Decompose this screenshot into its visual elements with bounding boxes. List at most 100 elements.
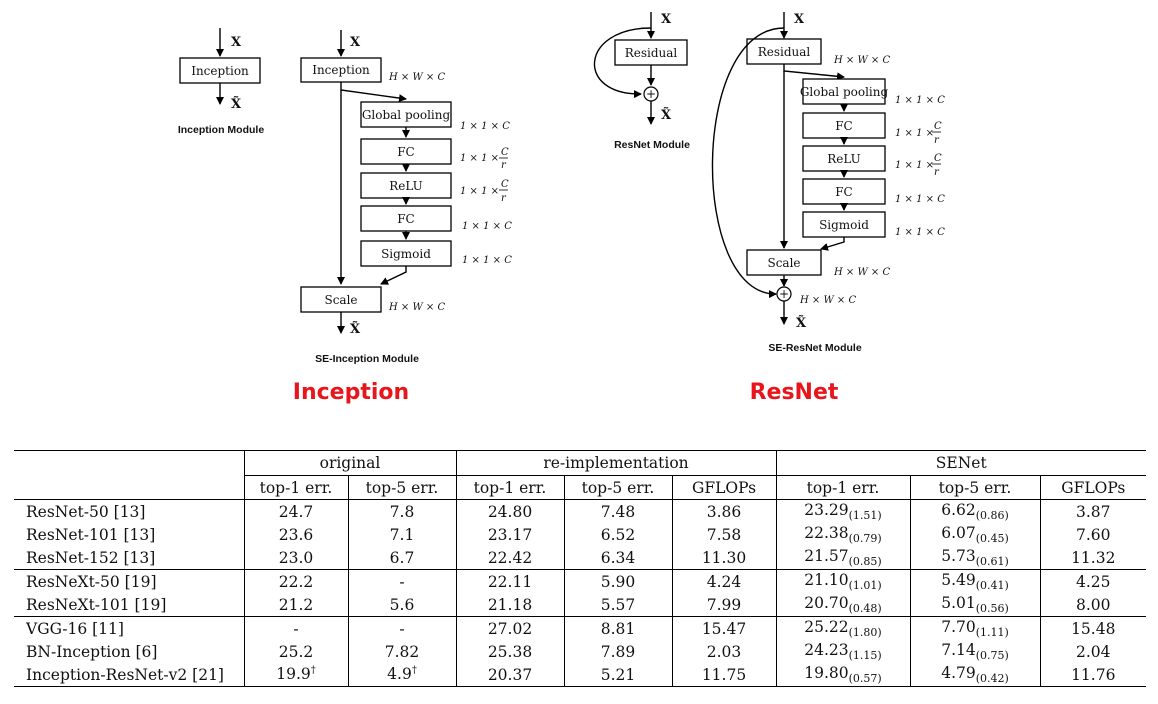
model-name: VGG-16 [11]: [14, 616, 245, 640]
cell-reimpl-top5: 7.89: [564, 640, 673, 663]
table-row: ResNet-50 [13] 24.7 7.8 24.80 7.48 3.86 …: [14, 499, 1146, 523]
dim-label: 1 × 1 × C: [895, 227, 945, 238]
se-resnet-module-diagram: X Residual H × W × C Global pooling 1 × …: [711, 12, 945, 354]
resnet-module-caption: ResNet Module: [614, 139, 690, 151]
se-inception-module-diagram: X Inception H × W × C Global pooling 1 ×…: [300, 30, 512, 365]
svg-text:r: r: [934, 167, 940, 178]
cell-senet-top1: 25.22(1.80): [776, 616, 911, 640]
dim-label: H × W × C: [799, 295, 856, 306]
residual-block: Residual: [614, 39, 688, 66]
output-x-tilde-label: X̃: [661, 107, 672, 123]
cell-reimpl-top5: 5.57: [564, 593, 673, 617]
cell-reimpl-gflops: 7.99: [672, 593, 777, 617]
cell-senet-top5: 7.70(1.11): [910, 616, 1041, 640]
svg-text:r: r: [501, 160, 507, 171]
cell-reimpl-top1: 20.37: [456, 663, 565, 687]
dim-label-c-over-r: 1 × 1 × C r: [895, 121, 942, 146]
cell-reimpl-top1: 25.38: [456, 640, 565, 663]
input-x-label: X: [794, 12, 805, 27]
cell-original-top5: 7.8: [348, 499, 457, 523]
output-x-tilde-label: X̃: [231, 96, 242, 112]
input-x-label: X: [661, 12, 672, 27]
cell-original-top1: -: [244, 616, 349, 640]
column-header: top-1 err.: [244, 475, 349, 500]
cell-senet-top5: 4.79(0.42): [910, 663, 1041, 687]
cell-reimpl-top1: 23.17: [456, 523, 565, 546]
cell-reimpl-gflops: 15.47: [672, 616, 777, 640]
table-row: ResNet-101 [13] 23.6 7.1 23.17 6.52 7.58…: [14, 523, 1146, 546]
dim-label: 1 × 1 × C: [462, 221, 512, 232]
block-label: Sigmoid: [819, 218, 869, 232]
table-row: Inception-ResNet-v2 [21] 19.9† 4.9† 20.3…: [14, 663, 1146, 687]
cell-senet-gflops: 3.87: [1075, 502, 1111, 521]
global-pooling-block: Global pooling: [360, 101, 452, 128]
cell-reimpl-gflops: 3.86: [672, 499, 777, 523]
column-header: GFLOPs: [672, 475, 777, 500]
cell-reimpl-top1: 21.18: [456, 593, 565, 617]
cell-reimpl-top5: 8.81: [564, 616, 673, 640]
cell-original-top5: 6.7: [348, 546, 457, 570]
cell-original-top5: 4.9†: [348, 663, 457, 687]
table-row: VGG-16 [11] - - 27.02 8.81 15.47 25.22(1…: [14, 616, 1146, 640]
svg-text:C: C: [934, 121, 942, 132]
dagger-mark: †: [310, 665, 316, 677]
block-label: Inception: [312, 63, 370, 77]
block-label: Scale: [767, 256, 800, 270]
cell-reimpl-gflops: 11.30: [672, 546, 777, 570]
cell-original-top1: 24.7: [244, 499, 349, 523]
resnet-module-diagram: X Residual + X̃ ResNet Module: [593, 12, 690, 151]
relu-block: ReLU: [360, 172, 452, 199]
fc-block: FC: [802, 112, 886, 139]
cell-senet-top5: 6.07(0.45): [910, 523, 1041, 546]
dim-label: H × W × C: [833, 55, 890, 66]
column-header: GFLOPs: [1040, 475, 1146, 500]
svg-text:C: C: [934, 153, 942, 164]
se-inception-inception-block: Inception: [300, 57, 382, 83]
scale-block: Scale: [300, 286, 382, 313]
block-label: Global pooling: [800, 85, 889, 99]
column-header: top-1 err.: [456, 475, 565, 500]
cell-senet-top1: 24.23(1.15): [776, 640, 911, 663]
cell-senet-top1: 21.57(0.85): [776, 546, 911, 570]
group-header-senet: SENet: [776, 450, 1146, 476]
cell-reimpl-gflops: 4.24: [672, 569, 777, 593]
block-label: FC: [835, 185, 853, 199]
empty-header-cell: [14, 475, 245, 500]
global-pooling-block: Global pooling: [800, 78, 889, 105]
svg-text:1 × 1 ×: 1 × 1 ×: [895, 128, 934, 139]
cell-senet-top5: 7.14(0.75): [910, 640, 1041, 663]
dim-label: 1 × 1 × C: [895, 194, 945, 205]
cell-senet-gflops: 15.48: [1040, 616, 1146, 640]
block-label: Scale: [324, 293, 357, 307]
block-label: Global pooling: [362, 108, 451, 122]
cell-reimpl-top5: 7.48: [564, 499, 673, 523]
model-name: BN-Inception [6]: [14, 640, 245, 663]
cell-reimpl-top1: 22.11: [456, 569, 565, 593]
model-name: Inception-ResNet-v2 [21]: [14, 663, 245, 687]
dim-label: H × W × C: [388, 302, 445, 313]
cell-reimpl-gflops: 2.03: [672, 640, 777, 663]
cell-senet-gflops: 8.00: [1075, 595, 1111, 614]
column-header: top-5 err.: [564, 475, 673, 500]
dim-label: 1 × 1 × C: [895, 95, 945, 106]
cell-original-top1: 23.6: [244, 523, 349, 546]
se-inception-module-caption: SE-Inception Module: [315, 353, 419, 365]
cell-original-top5: -: [348, 616, 457, 640]
cell-reimpl-gflops: 11.75: [672, 663, 777, 687]
architecture-diagrams: X Inception X̃ Inception Module X Incept…: [178, 12, 945, 405]
cell-original-top5: 7.82: [348, 640, 457, 663]
dim-label-c-over-r: 1 × 1 × C r: [460, 147, 509, 171]
cell-senet-gflops: 4.25: [1040, 569, 1146, 593]
input-x-label: X: [350, 35, 361, 50]
table-row: BN-Inception [6] 25.2 7.82 25.38 7.89 2.…: [14, 640, 1146, 663]
model-name: ResNeXt-50 [19]: [14, 569, 245, 593]
svg-text:r: r: [934, 135, 940, 146]
cell-reimpl-gflops: 7.58: [672, 523, 777, 546]
model-name: ResNet-50 [13]: [14, 499, 245, 523]
cell-senet-top1: 19.80(0.57): [776, 663, 911, 687]
block-label: Sigmoid: [381, 247, 431, 261]
cell-reimpl-top1: 22.42: [456, 546, 565, 570]
cell-senet-gflops: 11.76: [1040, 663, 1146, 687]
relu-block: ReLU: [802, 145, 886, 172]
cell-senet-top5: 5.01(0.56): [910, 593, 1041, 617]
